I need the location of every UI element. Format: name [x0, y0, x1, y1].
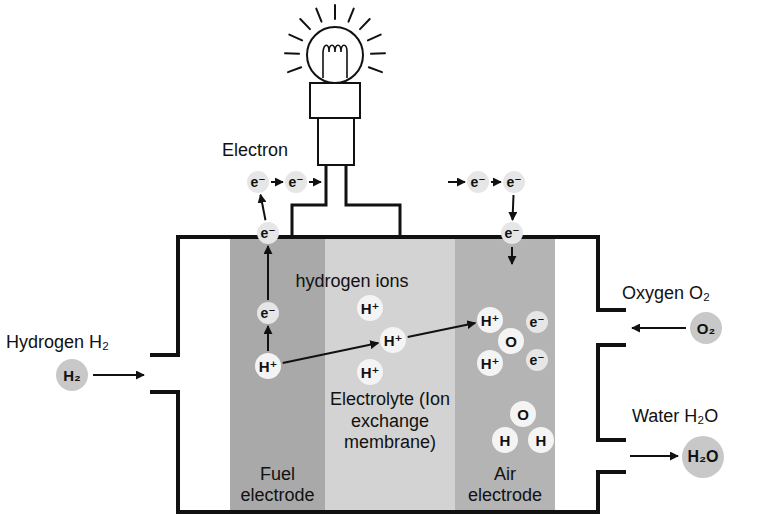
- particle-circle: e⁻: [257, 302, 279, 324]
- text-label: Hydrogen H₂: [6, 332, 109, 354]
- particle-symbol: e⁻: [288, 175, 303, 189]
- flow-arrow: [261, 195, 266, 220]
- text-label: Electron: [222, 140, 288, 162]
- flow-arrow: [491, 181, 501, 183]
- circuit-wire: [292, 165, 400, 237]
- particle-circle: O: [498, 328, 524, 354]
- particle-symbol: H⁺: [481, 313, 500, 328]
- band-label: Fuel electrode: [230, 464, 325, 507]
- particle-circle: H⁺: [255, 353, 281, 379]
- particle-symbol: H₂: [63, 368, 81, 383]
- light-ray: [300, 19, 310, 29]
- particle-symbol: H⁺: [384, 333, 403, 348]
- particle-circle: e⁻: [285, 171, 307, 193]
- particle-circle: H⁺: [357, 359, 383, 385]
- text-label: hydrogen ions: [295, 271, 408, 293]
- flow-arrow: [512, 195, 515, 220]
- light-ray: [368, 35, 381, 41]
- flow-arrows: [93, 182, 686, 456]
- gas-molecule: O₂: [690, 312, 722, 344]
- particle-circle: H⁺: [477, 307, 503, 333]
- particle-symbol: e⁻: [260, 226, 275, 240]
- particle-circle: e⁻: [503, 171, 525, 193]
- gas-molecule: H₂O: [682, 436, 724, 478]
- particle-symbol: H⁺: [259, 359, 278, 374]
- particle-symbol: e⁻: [470, 175, 485, 189]
- flow-arrow: [267, 246, 269, 300]
- band-label: Electrolyte (Ion exchange membrane): [325, 389, 455, 454]
- particle-circle: H: [528, 427, 554, 453]
- light-ray: [369, 67, 382, 72]
- particle-symbol: O₂: [697, 321, 715, 336]
- gas-molecule: H₂: [56, 359, 88, 391]
- light-ray: [348, 9, 353, 22]
- light-ray: [371, 52, 385, 54]
- light-ray: [360, 19, 370, 29]
- flow-arrow: [271, 181, 283, 183]
- particle-symbol: e⁻: [506, 175, 521, 189]
- particle-symbol: e⁻: [529, 315, 544, 329]
- particle-symbol: H: [536, 433, 547, 448]
- particle-circle: e⁻: [247, 171, 269, 193]
- band-label: Air electrode: [455, 464, 555, 507]
- flow-arrow: [408, 323, 476, 337]
- particle-circle: O: [510, 401, 536, 427]
- light-ray: [289, 35, 302, 41]
- text-label: Water H₂O: [632, 406, 718, 428]
- light-ray: [316, 9, 321, 22]
- particle-circle: e⁻: [501, 222, 523, 244]
- particle-circle: H⁺: [477, 350, 503, 376]
- text-label: Oxygen O₂: [622, 283, 710, 305]
- particle-symbol: e⁻: [504, 226, 519, 240]
- particle-symbol: O: [505, 334, 517, 349]
- particle-circle: H⁺: [357, 295, 383, 321]
- particle-circle: e⁻: [257, 222, 279, 244]
- particle-symbol: H₂O: [687, 449, 718, 465]
- particle-symbol: H⁺: [361, 365, 380, 380]
- electrode-band: H⁺Oe⁻H⁺e⁻OHHAir electrode: [455, 239, 555, 510]
- cell-housing: [150, 237, 626, 512]
- particle-symbol: e⁻: [260, 306, 275, 320]
- light-ray: [285, 52, 299, 54]
- particle-symbol: e⁻: [529, 353, 544, 367]
- band-fill: [455, 239, 555, 510]
- particle-symbol: H⁺: [361, 301, 380, 316]
- light-ray: [288, 67, 301, 72]
- light-ray: [334, 5, 336, 19]
- particle-circle: e⁻: [526, 311, 548, 333]
- flow-arrow: [267, 326, 269, 351]
- particle-circle: e⁻: [526, 349, 548, 371]
- particle-symbol: H: [500, 433, 511, 448]
- particle-circle: H: [492, 427, 518, 453]
- particle-symbol: O: [517, 407, 529, 422]
- light-bulb: [285, 5, 385, 165]
- particle-circle: e⁻: [467, 171, 489, 193]
- band-fills: [230, 239, 555, 510]
- particle-symbol: H⁺: [481, 356, 500, 371]
- particle-circle: H⁺: [380, 327, 406, 353]
- particle-symbol: e⁻: [250, 175, 265, 189]
